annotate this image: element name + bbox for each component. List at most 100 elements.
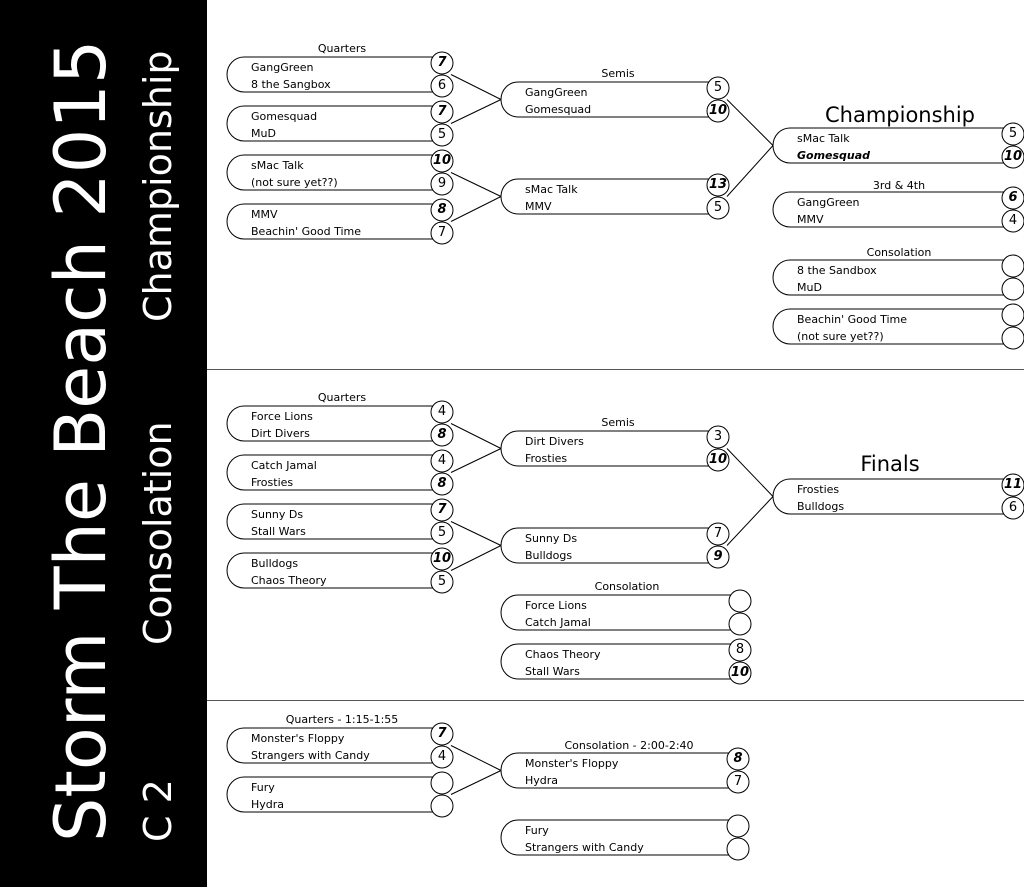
match-box (500, 594, 740, 631)
bracket-connector (726, 145, 774, 197)
score-value: 9 (713, 549, 723, 564)
score-value: 7 (733, 774, 743, 789)
bracket-connector (450, 196, 502, 222)
score-circle (726, 837, 750, 861)
round-header: Consolation - 2:00-2:40 (564, 739, 694, 752)
team-name: Gomesquad (525, 103, 592, 116)
bracket-connector (726, 496, 774, 546)
score-value: 7 (713, 526, 723, 541)
score-circle (430, 745, 454, 769)
score-circle (728, 612, 752, 636)
team-name: Strangers with Candy (525, 841, 644, 854)
score-value: 8 (437, 202, 447, 217)
section-label-championship: Championship (136, 50, 180, 323)
bracket-connector (450, 99, 502, 124)
team-name: Beachin' Good Time (251, 225, 362, 238)
section-divider (207, 700, 1024, 701)
score-circle (430, 423, 454, 447)
bracket-connector (450, 745, 502, 771)
match-box (772, 191, 1013, 228)
score-circle (706, 76, 730, 100)
match-box (226, 776, 442, 813)
team-name: GangGreen (251, 61, 314, 74)
score-circle (1001, 122, 1024, 146)
team-name: Monster's Floppy (525, 757, 619, 770)
team-name: MMV (797, 213, 824, 226)
score-circle (706, 545, 730, 569)
team-name: Fury (525, 824, 549, 837)
team-name: MMV (525, 200, 552, 213)
bracket-connector (726, 99, 774, 146)
match-box (772, 478, 1013, 515)
score-circle (430, 521, 454, 545)
team-name: Bulldogs (797, 500, 845, 513)
score-value: 5 (1008, 126, 1018, 141)
score-circle (706, 99, 730, 123)
score-value: 6 (1008, 500, 1018, 515)
section-label-consolation: Consolation (136, 421, 180, 645)
team-name: sMac Talk (797, 132, 850, 145)
score-value (431, 797, 453, 815)
score-circle (1001, 496, 1024, 520)
score-value: 10 (730, 665, 750, 680)
team-name: 8 the Sandbox (797, 264, 877, 277)
team-name: Dirt Divers (251, 427, 310, 440)
score-value: 4 (1008, 213, 1018, 228)
team-name: Fury (251, 781, 275, 794)
score-circle (430, 74, 454, 98)
score-circle (1001, 209, 1024, 233)
score-value: 10 (432, 153, 452, 168)
team-name: Catch Jamal (525, 616, 591, 629)
match-box (226, 727, 442, 764)
match-box (500, 819, 738, 856)
bracket-connector (450, 448, 502, 473)
score-circle (706, 522, 730, 546)
score-value (431, 774, 453, 792)
team-name: (not sure yet??) (797, 330, 884, 343)
score-circle (726, 747, 750, 771)
score-circle (430, 221, 454, 245)
bracket-connector (450, 770, 502, 795)
score-value: 5 (713, 200, 723, 215)
score-circle (706, 196, 730, 220)
match-box (226, 56, 442, 93)
match-box (500, 643, 740, 680)
match-box (500, 178, 718, 215)
score-circle (430, 198, 454, 222)
match-box (226, 405, 442, 442)
score-circle (430, 449, 454, 473)
score-value: 8 (733, 751, 743, 766)
match-box (226, 203, 442, 240)
score-circle (1001, 254, 1024, 278)
team-name: Beachin' Good Time (797, 313, 908, 326)
match-box (226, 105, 442, 142)
round-title: Championship (824, 103, 976, 127)
team-name: Catch Jamal (251, 459, 317, 472)
score-circle (430, 172, 454, 196)
team-name: Bulldogs (525, 549, 573, 562)
score-value: 4 (437, 749, 447, 764)
bracket-connector (450, 74, 502, 100)
team-name: Hydra (251, 798, 285, 811)
score-value (727, 817, 749, 835)
score-circle (430, 472, 454, 496)
match-box (226, 503, 442, 540)
team-name: sMac Talk (525, 183, 578, 196)
score-value: 7 (437, 104, 447, 119)
score-circle (1001, 473, 1024, 497)
match-box (772, 259, 1013, 296)
score-value (1002, 329, 1024, 347)
team-name: Frosties (251, 476, 294, 489)
round-header: Quarters (317, 391, 367, 404)
match-box (772, 127, 1013, 164)
score-value: 5 (437, 127, 447, 142)
score-circle (728, 661, 752, 685)
team-name: Chaos Theory (251, 574, 327, 587)
team-name: MuD (251, 127, 276, 140)
score-circle (430, 771, 454, 795)
score-value: 9 (437, 176, 447, 191)
score-value: 7 (437, 726, 447, 741)
score-circle (1001, 145, 1024, 169)
score-circle (430, 570, 454, 594)
